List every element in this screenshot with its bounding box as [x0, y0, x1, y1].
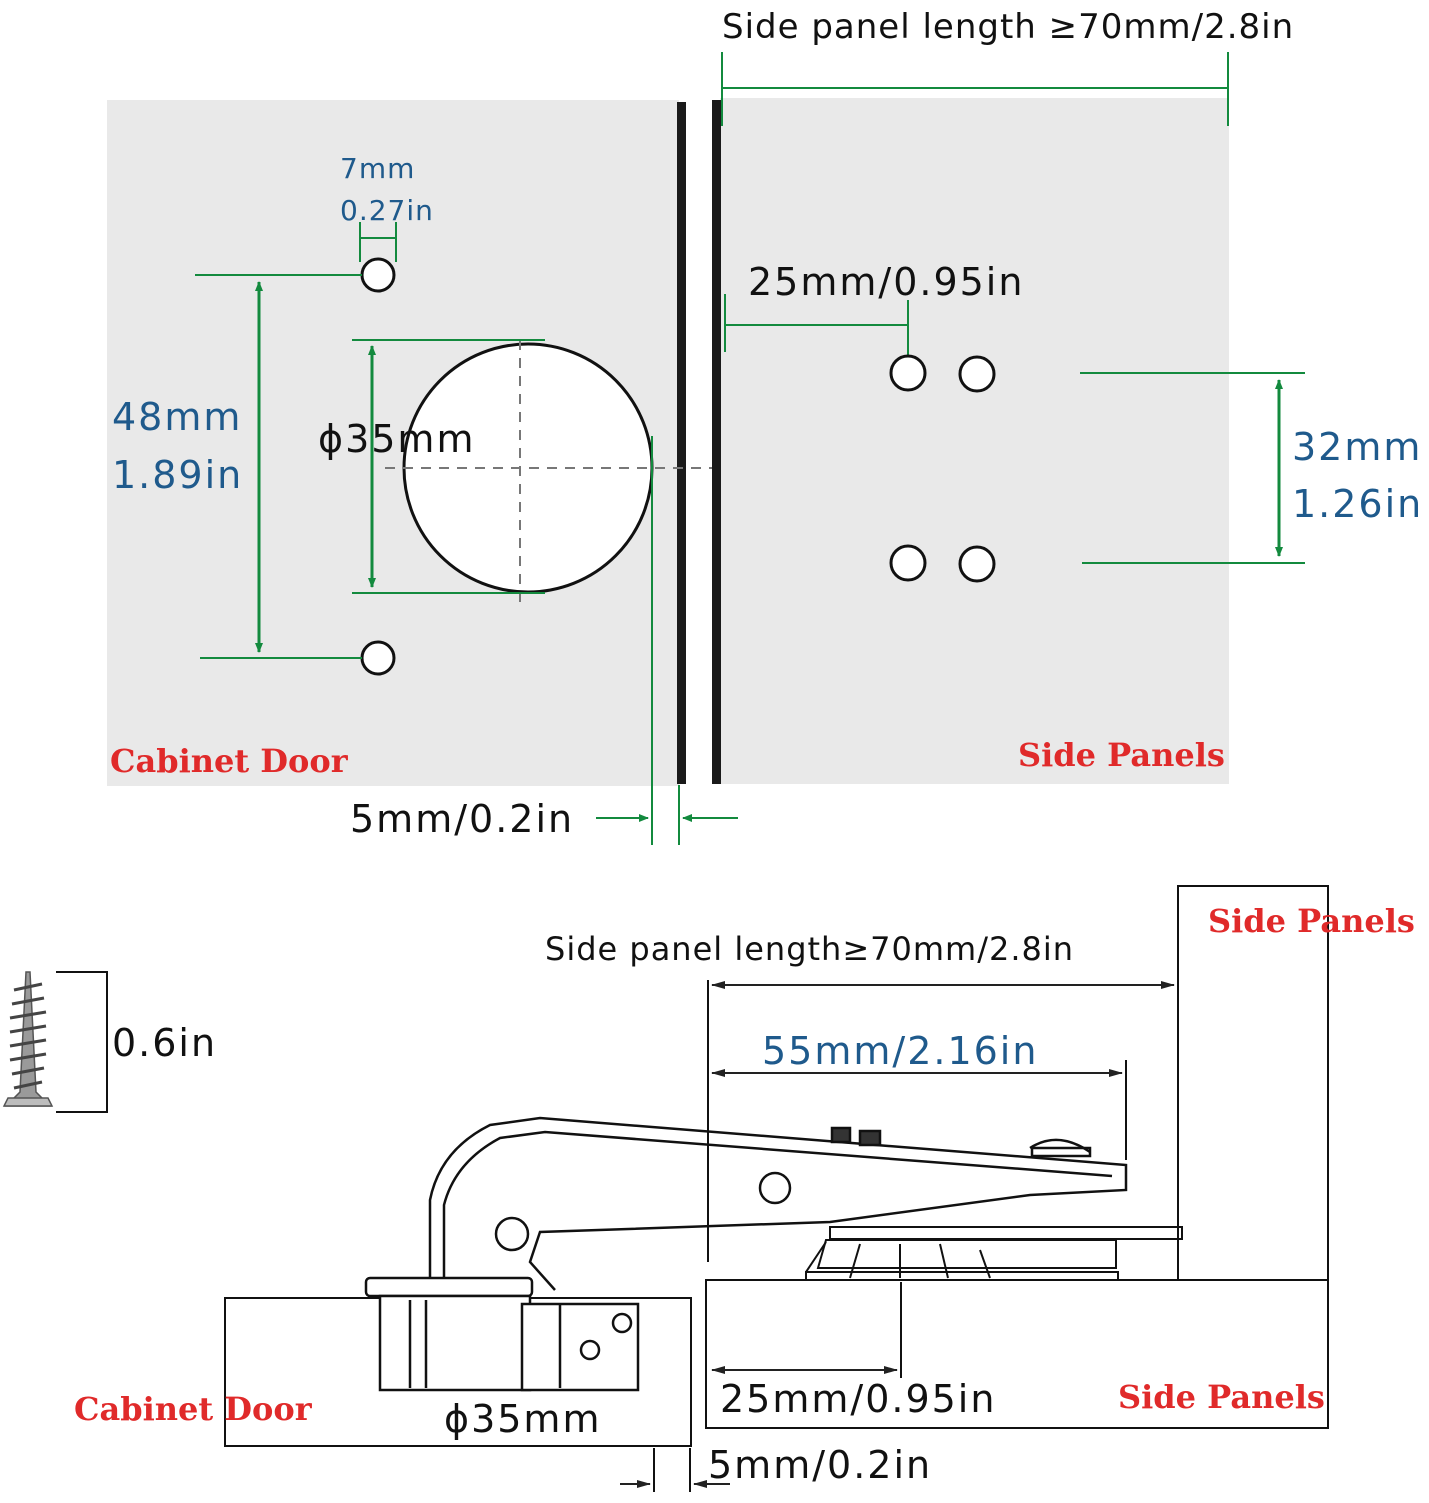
plate-spacing-in-label: 1.26in	[1292, 482, 1423, 526]
plate-hole	[958, 545, 996, 583]
plate-hole	[889, 544, 927, 582]
hole-spacing-mm-label: 48mm	[112, 395, 242, 439]
plate-offset-label: 25mm/0.95in	[748, 260, 1024, 304]
hinge-cup	[364, 1276, 640, 1392]
hinge-arm	[428, 1116, 1128, 1291]
cabinet-door-label-side: Cabinet Door	[74, 1390, 313, 1428]
arm-length-label: 55mm/2.16in	[762, 1029, 1038, 1073]
plate-spacing-mm-label: 32mm	[1292, 425, 1422, 469]
top-view: Side panel length ≥70mm/2.8in 7mm 0.27in…	[107, 7, 1423, 845]
plate-offset-label-side: 25mm/0.95in	[720, 1377, 996, 1421]
side-view: Side Panels Side Panels Cabinet Door Sid…	[2, 885, 1415, 1492]
plate-hole	[958, 355, 996, 393]
panel-edge-strip	[712, 100, 721, 784]
door-gap-label: 5mm/0.2in	[350, 797, 574, 841]
side-panel-length-label-side: Side panel length≥70mm/2.8in	[545, 930, 1074, 968]
side-panels-label: Side Panels	[1018, 736, 1225, 774]
cup-diameter-label: ϕ35mm	[318, 417, 475, 461]
screw-hole-mm-label: 7mm	[340, 152, 415, 185]
side-panel-length-label: Side panel length ≥70mm/2.8in	[722, 7, 1294, 47]
door-edge-strip	[677, 102, 686, 784]
screw-hole-top	[360, 257, 396, 293]
side-panel-horizontal	[705, 1279, 1329, 1429]
side-panels-label-bottom: Side Panels	[1118, 1378, 1325, 1416]
door-gap-label-side: 5mm/0.2in	[708, 1443, 932, 1487]
cabinet-door-label: Cabinet Door	[110, 742, 349, 780]
screw-length-label: 0.6in	[112, 1021, 217, 1065]
plate-hole	[889, 354, 927, 392]
side-panels-label-top: Side Panels	[1208, 902, 1415, 940]
screw-icon	[2, 971, 54, 1107]
side-panel	[720, 98, 1229, 784]
screw-hole-in-label: 0.27in	[340, 194, 434, 227]
cup-diameter-label-side: ϕ35mm	[444, 1397, 601, 1441]
screw-hole-bottom	[360, 640, 396, 676]
hole-spacing-in-label: 1.89in	[112, 453, 243, 497]
mounting-plate	[805, 1226, 1183, 1281]
side-panel-vertical	[1177, 885, 1329, 1281]
